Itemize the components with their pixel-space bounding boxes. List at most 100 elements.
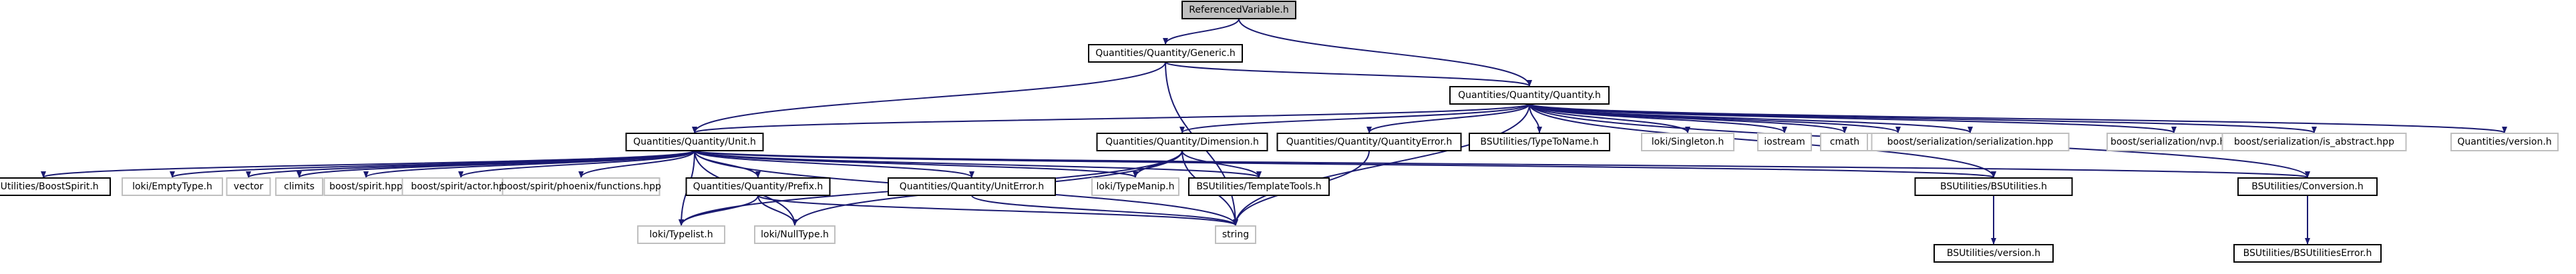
edge-quantity-to-qerror bbox=[1366, 103, 1530, 133]
node-box bbox=[754, 225, 836, 244]
node-prefix[interactable]: Quantities/Quantity/Prefix.h bbox=[685, 177, 831, 196]
node-label: loki/TypeManip.h bbox=[1097, 181, 1175, 192]
node-qerror[interactable]: Quantities/Quantity/QuantityError.h bbox=[1276, 133, 1462, 151]
edge-unit-to-spirit bbox=[363, 150, 695, 178]
node-phoenix: boost/spirit/phoenix/functions.hpp bbox=[501, 177, 661, 196]
node-typelist: loki/Typelist.h bbox=[637, 225, 725, 244]
node-label: boost/serialization/nvp.hpp bbox=[2110, 137, 2237, 147]
edge-prefix-to-string bbox=[757, 195, 1238, 226]
node-box bbox=[275, 177, 323, 196]
node-label: cmath bbox=[1830, 137, 1859, 147]
node-label: BSUtilities/version.h bbox=[1947, 248, 2040, 259]
node-spiritactor: boost/spirit/actor.hpp bbox=[401, 177, 520, 196]
node-label: boost/spirit/phoenix/functions.hpp bbox=[501, 181, 661, 192]
edge-generic-to-quantity bbox=[1165, 61, 1532, 87]
node-label: climits bbox=[284, 181, 315, 192]
edge-unit-to-templatetools bbox=[694, 150, 1262, 178]
node-box bbox=[625, 133, 764, 151]
node-iostream: iostream bbox=[1757, 133, 1812, 151]
nodes-layer: ReferencedVariable.hQuantities/Quantity/… bbox=[0, 1, 2559, 263]
node-convError[interactable]: BSUtilities/BSUtilitiesError.h bbox=[2233, 244, 2382, 263]
edge-uniterror-to-string bbox=[971, 195, 1238, 226]
node-qversion: Quantities/version.h bbox=[2450, 133, 2559, 151]
edge-ref-to-generic bbox=[1163, 18, 1240, 45]
node-bsutil[interactable]: BSUtilities/BSUtilities.h bbox=[1914, 177, 2073, 196]
node-dimension[interactable]: Quantities/Quantity/Dimension.h bbox=[1096, 133, 1268, 151]
node-bsspirit[interactable]: BSUtilities/BoostSpirit.h bbox=[0, 177, 111, 196]
node-box bbox=[1181, 1, 1296, 19]
node-box bbox=[122, 177, 223, 196]
node-box bbox=[1215, 225, 1256, 244]
node-label: Quantities/Quantity/Quantity.h bbox=[1458, 90, 1601, 101]
node-label: Quantities/Quantity/Unit.h bbox=[633, 137, 756, 147]
edge-unit-to-emptytype bbox=[170, 150, 695, 178]
node-label: BSUtilities/BSUtilitiesError.h bbox=[2243, 248, 2372, 259]
node-label: BSUtilities/BoostSpirit.h bbox=[0, 181, 99, 192]
edge-unit-to-uniterror bbox=[694, 150, 974, 178]
node-spirit: boost/spirit.hpp bbox=[323, 177, 409, 196]
node-box bbox=[888, 177, 1056, 196]
edges-layer bbox=[41, 18, 2507, 245]
node-label: loki/EmptyType.h bbox=[132, 181, 212, 192]
node-label: loki/Typelist.h bbox=[649, 229, 713, 240]
node-label: BSUtilities/TypeToName.h bbox=[1480, 137, 1598, 147]
node-box bbox=[637, 225, 725, 244]
node-label: Quantities/Quantity/Dimension.h bbox=[1105, 137, 1259, 147]
node-vector: vector bbox=[226, 177, 271, 196]
node-box bbox=[1449, 86, 1610, 105]
node-box bbox=[1914, 177, 2073, 196]
node-generic[interactable]: Quantities/Quantity/Generic.h bbox=[1088, 44, 1243, 63]
node-bser: boost/serialization/serialization.hpp bbox=[1871, 133, 2070, 151]
node-box bbox=[685, 177, 831, 196]
node-unit[interactable]: Quantities/Quantity/Unit.h bbox=[625, 133, 764, 151]
node-singleton: loki/Singleton.h bbox=[1641, 133, 1734, 151]
node-box bbox=[0, 177, 111, 196]
node-label: Quantities/Quantity/Prefix.h bbox=[693, 181, 823, 192]
edge-quantity-to-unit bbox=[692, 103, 1530, 133]
node-box bbox=[226, 177, 271, 196]
node-label: loki/NullType.h bbox=[761, 229, 829, 240]
edge-unit-to-bsspirit bbox=[41, 150, 695, 178]
node-templatetools[interactable]: BSUtilities/TemplateTools.h bbox=[1188, 177, 1330, 196]
node-label: Quantities/Quantity/UnitError.h bbox=[900, 181, 1045, 192]
node-box bbox=[1641, 133, 1734, 151]
node-label: iostream bbox=[1764, 137, 1805, 147]
node-emptytype: loki/EmptyType.h bbox=[122, 177, 223, 196]
node-box bbox=[1469, 133, 1610, 151]
node-box bbox=[2233, 244, 2382, 263]
edge-quantity-to-bser bbox=[1529, 103, 1973, 133]
node-ref: ReferencedVariable.h bbox=[1181, 1, 1296, 19]
edge-quantity-to-qversion bbox=[1529, 103, 2507, 133]
edge-ref-to-quantity bbox=[1238, 18, 1532, 87]
node-conversion[interactable]: BSUtilities/Conversion.h bbox=[2237, 177, 2378, 196]
node-label: Quantities/version.h bbox=[2457, 137, 2551, 147]
node-typetoname[interactable]: BSUtilities/TypeToName.h bbox=[1469, 133, 1610, 151]
node-label: BSUtilities/TemplateTools.h bbox=[1196, 181, 1321, 192]
node-box bbox=[2450, 133, 2559, 151]
node-cmath: cmath bbox=[1820, 133, 1869, 151]
node-box bbox=[323, 177, 409, 196]
node-bsversion[interactable]: BSUtilities/version.h bbox=[1934, 244, 2054, 263]
node-label: boost/spirit.hpp bbox=[329, 181, 403, 192]
edge-dimension-to-templatetools bbox=[1181, 150, 1262, 178]
node-box bbox=[1871, 133, 2070, 151]
node-box bbox=[2237, 177, 2378, 196]
node-box bbox=[2221, 133, 2407, 151]
node-babs: boost/serialization/is_abstract.hpp bbox=[2221, 133, 2407, 151]
node-uniterror[interactable]: Quantities/Quantity/UnitError.h bbox=[888, 177, 1056, 196]
node-string: string bbox=[1215, 225, 1256, 244]
node-label: BSUtilities/BSUtilities.h bbox=[1940, 181, 2047, 192]
node-typemanip: loki/TypeManip.h bbox=[1091, 177, 1179, 196]
node-label: Quantities/Quantity/Generic.h bbox=[1095, 48, 1236, 59]
node-label: ReferencedVariable.h bbox=[1189, 5, 1288, 15]
edge-unit-to-conversion bbox=[694, 150, 2310, 178]
node-label: boost/serialization/serialization.hpp bbox=[1887, 137, 2054, 147]
node-nulltype: loki/NullType.h bbox=[754, 225, 836, 244]
edge-unit-to-spiritactor bbox=[458, 150, 695, 178]
node-quantity[interactable]: Quantities/Quantity/Quantity.h bbox=[1449, 86, 1610, 105]
node-label: vector bbox=[234, 181, 264, 192]
node-label: Quantities/Quantity/QuantityError.h bbox=[1286, 137, 1453, 147]
node-label: boost/spirit/actor.hpp bbox=[411, 181, 510, 192]
node-box bbox=[502, 177, 661, 196]
